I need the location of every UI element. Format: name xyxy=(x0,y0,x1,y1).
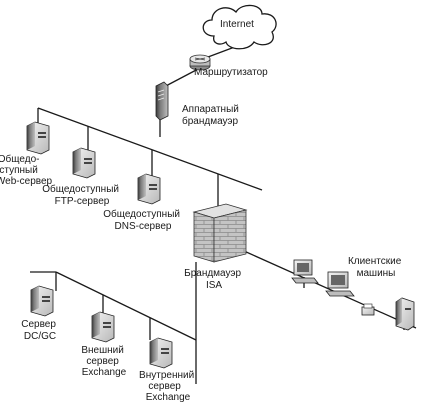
hw-firewall-label-line1: Аппаратный xyxy=(182,104,239,115)
ftp-server-label-line2: FTP-сервер xyxy=(55,196,110,207)
router-icon xyxy=(189,54,211,71)
server-tower-icon xyxy=(395,297,415,331)
dc-server-label: Сервер DC/GC xyxy=(21,319,58,342)
web-server-label-line3: Web-сервер xyxy=(0,176,53,187)
workstation-icon xyxy=(291,259,319,284)
dns-server-label: Общедоступный DNS-сервер xyxy=(103,208,183,232)
dc-server-label-line1: Сервер xyxy=(21,319,56,330)
server-tower-icon xyxy=(72,147,96,179)
workstation-icon xyxy=(325,271,355,297)
ftp-server-label: Общедоступный FTP-сервер xyxy=(42,183,122,207)
exchange-internal-label: Внутренний сервер Exchange xyxy=(139,370,197,403)
isa-firewall-label-line1: Брандмауэр xyxy=(184,268,241,279)
brick-firewall-icon xyxy=(192,203,248,263)
dmz-backbone xyxy=(37,107,263,191)
exchange-external-label: Внешний сервер Exchange xyxy=(81,345,126,378)
server-tower-icon xyxy=(149,337,173,369)
cloud-icon xyxy=(202,4,277,50)
exchange-external-label-line3: Exchange xyxy=(82,367,127,378)
internet-label: Internet xyxy=(220,19,254,30)
hardware-firewall-icon xyxy=(155,81,169,121)
server-tower-icon xyxy=(91,311,115,343)
exchange-internal-label-line1: Внутренний xyxy=(139,370,194,381)
lan-backbone xyxy=(243,250,417,329)
clients-label: Клиентские машины xyxy=(348,256,404,279)
router-label: Маршрутизатор xyxy=(194,67,268,78)
exchange-external-label-line1: Внешний xyxy=(81,345,123,356)
isa-firewall-label: Брандмауэр ISA xyxy=(184,268,244,291)
dc-server-label-line2: DC/GC xyxy=(24,331,56,342)
dns-server-label-line2: DNS-сервер xyxy=(115,221,172,232)
link-router-firewall xyxy=(161,67,201,89)
server-tower-icon xyxy=(137,173,161,205)
exchange-external-label-line2: сервер xyxy=(86,356,119,367)
clients-label-line2: машины xyxy=(357,268,396,279)
lan-internal-backbone xyxy=(55,271,197,341)
dns-server-label-line1: Общедоступный xyxy=(103,208,180,220)
exchange-internal-label-line2: сервер xyxy=(148,381,181,392)
server-tower-icon xyxy=(30,285,54,317)
clients-label-line1: Клиентские xyxy=(348,256,402,267)
web-server-label-line1: Общедо- xyxy=(0,153,39,165)
exchange-internal-label-line3: Exchange xyxy=(146,392,191,403)
web-server-label-line2: ступный xyxy=(0,165,38,176)
printer-icon xyxy=(361,303,375,316)
hw-firewall-label: Аппаратный брандмауэр xyxy=(182,104,242,127)
hw-firewall-label-line2: брандмауэр xyxy=(182,115,239,127)
web-server-label: Общедо- ступный Web-сервер xyxy=(0,153,53,187)
isa-firewall-label-line2: ISA xyxy=(206,280,222,291)
ftp-server-label-line1: Общедоступный xyxy=(42,183,119,195)
server-tower-icon xyxy=(26,121,50,155)
